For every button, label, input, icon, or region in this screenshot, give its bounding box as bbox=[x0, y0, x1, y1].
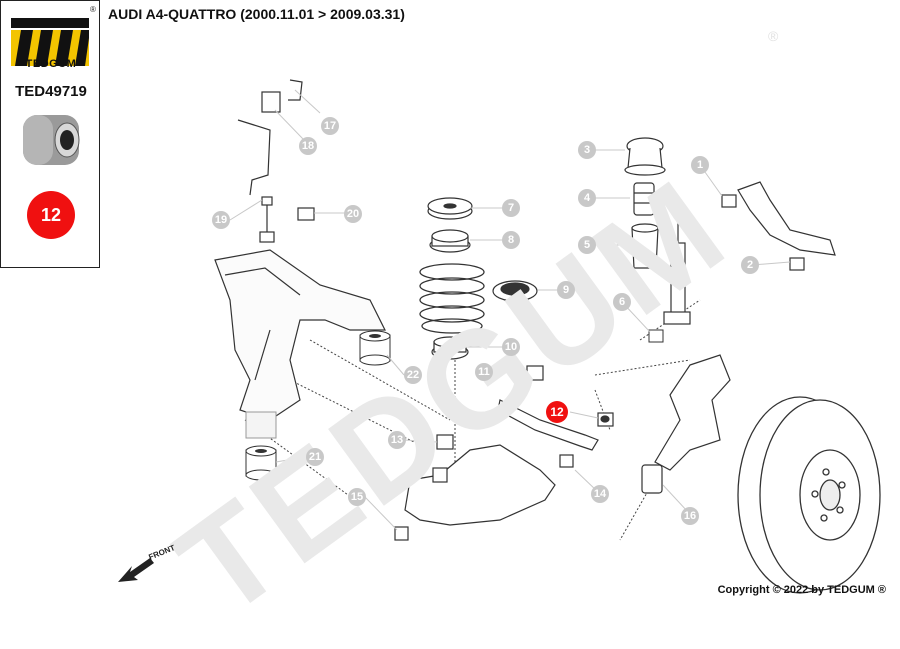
callout-6[interactable]: 6 bbox=[613, 293, 631, 311]
spring-seat-upper bbox=[427, 197, 473, 220]
vehicle-title: AUDI A4-QUATTRO (2000.11.01 > 2009.03.31… bbox=[108, 6, 405, 22]
upper-control-arm-rear bbox=[721, 181, 836, 271]
brand-name: TEDGUM bbox=[25, 58, 77, 70]
parts-diagram bbox=[118, 79, 881, 594]
strut-mount bbox=[624, 137, 666, 176]
callout-20[interactable]: 20 bbox=[344, 205, 362, 223]
spring-pad bbox=[429, 229, 471, 253]
callout-21[interactable]: 21 bbox=[306, 448, 324, 466]
coil-spring bbox=[419, 263, 485, 334]
callout-9[interactable]: 9 bbox=[557, 281, 575, 299]
watermark-registered-mark: ® bbox=[768, 28, 779, 44]
trailing-link-bushing[interactable] bbox=[597, 412, 614, 427]
dust-boot bbox=[631, 223, 659, 269]
front-arrow bbox=[118, 558, 154, 582]
bump-stop bbox=[633, 182, 655, 216]
subframe-bushing-upper bbox=[359, 330, 391, 366]
subframe bbox=[214, 249, 386, 421]
wheel-carrier bbox=[641, 354, 731, 494]
bushing-thumbnail bbox=[23, 115, 80, 165]
callout-2[interactable]: 2 bbox=[741, 256, 759, 274]
callout-15[interactable]: 15 bbox=[348, 488, 366, 506]
callout-19[interactable]: 19 bbox=[212, 211, 230, 229]
spring-seat-lower bbox=[431, 336, 469, 360]
callout-22[interactable]: 22 bbox=[404, 366, 422, 384]
callout-7[interactable]: 7 bbox=[502, 199, 520, 217]
side-panel: ® TEDGUM TED49719 12 bbox=[0, 0, 100, 268]
callout-13[interactable]: 13 bbox=[388, 431, 406, 449]
callout-10[interactable]: 10 bbox=[502, 338, 520, 356]
shock-bushing bbox=[648, 329, 664, 343]
logo-registered-mark: ® bbox=[90, 5, 96, 14]
callout-3[interactable]: 3 bbox=[578, 141, 596, 159]
callout-16[interactable]: 16 bbox=[681, 507, 699, 525]
shock-absorber bbox=[663, 205, 691, 325]
copyright: Copyright © 2022 by TEDGUM ® bbox=[717, 584, 886, 596]
callout-8[interactable]: 8 bbox=[502, 231, 520, 249]
callout-18[interactable]: 18 bbox=[299, 137, 317, 155]
subframe-bushing-lower bbox=[245, 411, 277, 481]
callout-14[interactable]: 14 bbox=[591, 485, 609, 503]
trailing-link[interactable] bbox=[497, 399, 599, 451]
tedgum-logo bbox=[11, 18, 89, 66]
callout-4[interactable]: 4 bbox=[578, 189, 596, 207]
spring-bearing bbox=[492, 280, 538, 302]
part-number: TED49719 bbox=[15, 83, 87, 100]
wheel bbox=[737, 396, 881, 594]
callout-17[interactable]: 17 bbox=[321, 117, 339, 135]
stabilizer-bar bbox=[237, 79, 303, 196]
callout-1[interactable]: 1 bbox=[691, 156, 709, 174]
callout-5[interactable]: 5 bbox=[578, 236, 596, 254]
callout-11[interactable]: 11 bbox=[475, 363, 493, 381]
part-badge: 12 bbox=[27, 191, 75, 239]
callout-12[interactable]: 12 bbox=[546, 401, 568, 423]
stabilizer-link bbox=[259, 196, 315, 243]
